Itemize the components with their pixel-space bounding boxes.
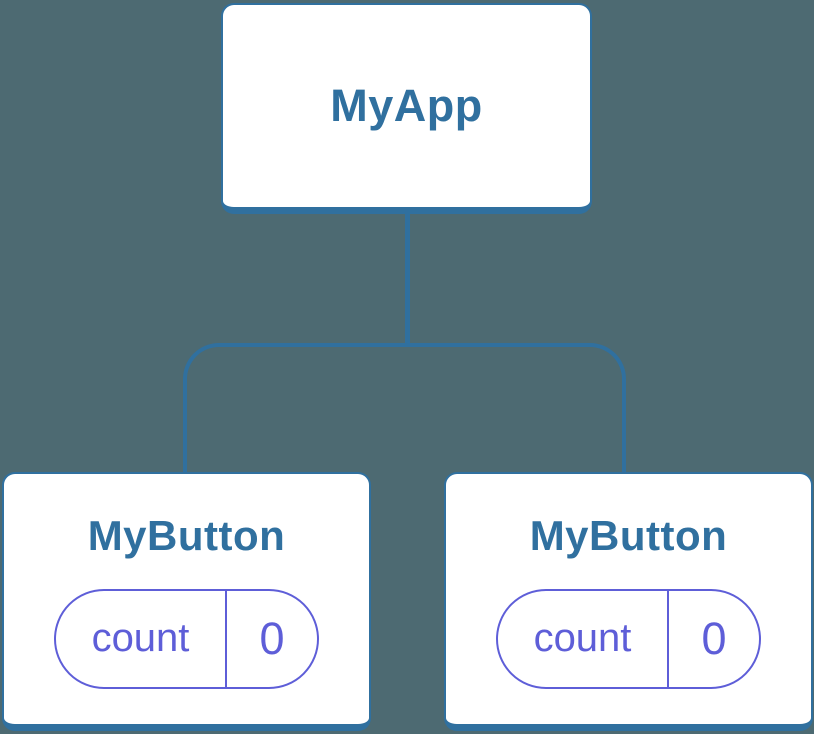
child-component-card-right: MyButton count 0 xyxy=(444,472,813,731)
child-component-label: MyButton xyxy=(529,512,728,559)
state-pill: count 0 xyxy=(496,589,761,689)
state-key-label: count xyxy=(498,591,669,687)
root-connector-line xyxy=(405,214,410,345)
state-value-label: 0 xyxy=(259,613,285,664)
root-component-label: MyApp xyxy=(330,80,483,131)
child-component-label: MyButton xyxy=(87,512,286,559)
children-connector-bracket xyxy=(183,343,626,472)
state-value-label: 0 xyxy=(701,613,727,664)
child-component-card-left: MyButton count 0 xyxy=(2,472,371,731)
root-component-card: MyApp xyxy=(221,3,592,214)
state-key-label: count xyxy=(56,591,227,687)
state-pill: count 0 xyxy=(54,589,319,689)
